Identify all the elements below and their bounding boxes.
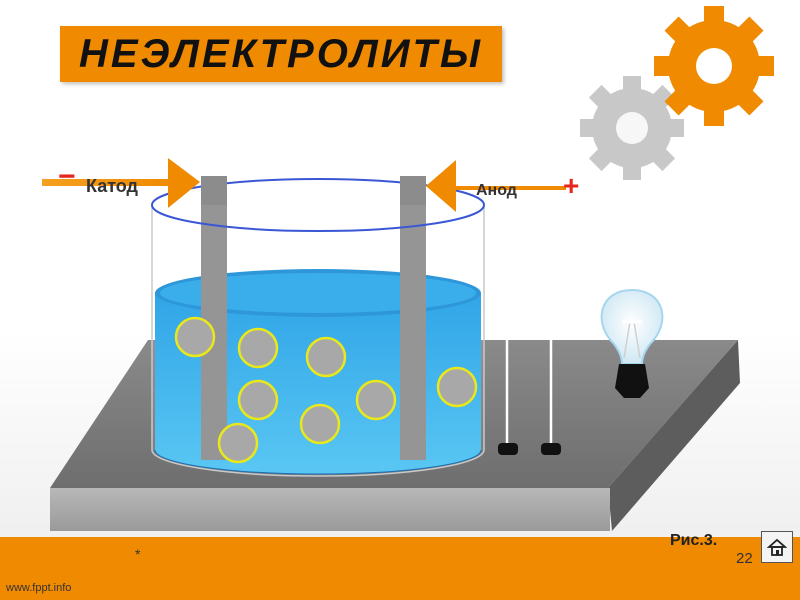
molecule [174, 316, 216, 358]
anode-arrow [426, 160, 566, 212]
home-button[interactable] [761, 531, 793, 563]
slide-title: НЕЭЛЕКТРОЛИТЫ [79, 31, 483, 76]
site-url: www.fppt.info [6, 582, 72, 594]
molecule [237, 327, 279, 369]
figure-label: Рис.3. [670, 532, 718, 549]
footer-bar [0, 537, 800, 600]
footer-asterisk: * [135, 546, 141, 562]
wires [454, 117, 553, 445]
molecule [299, 403, 341, 445]
minus-sign: − [58, 160, 76, 193]
molecule [237, 379, 279, 421]
page-number: 22 [736, 550, 753, 567]
plus-sign: + [563, 170, 580, 201]
molecule [355, 379, 397, 421]
molecule [436, 366, 478, 408]
molecule [217, 422, 259, 464]
anode-electrode [400, 176, 426, 460]
gray-gear-icon [580, 76, 684, 180]
molecule [305, 336, 347, 378]
contact-left [498, 443, 518, 455]
molecules [174, 316, 478, 464]
title-banner: НЕЭЛЕКТРОЛИТЫ [60, 26, 502, 82]
home-icon [767, 538, 787, 556]
contact-right [541, 443, 561, 455]
cathode-arrow [42, 158, 200, 208]
light-bulb-icon [600, 288, 664, 398]
anode-label: Анод [476, 182, 517, 199]
orange-gear-icon [654, 6, 774, 126]
cathode-label: Катод [86, 176, 138, 196]
